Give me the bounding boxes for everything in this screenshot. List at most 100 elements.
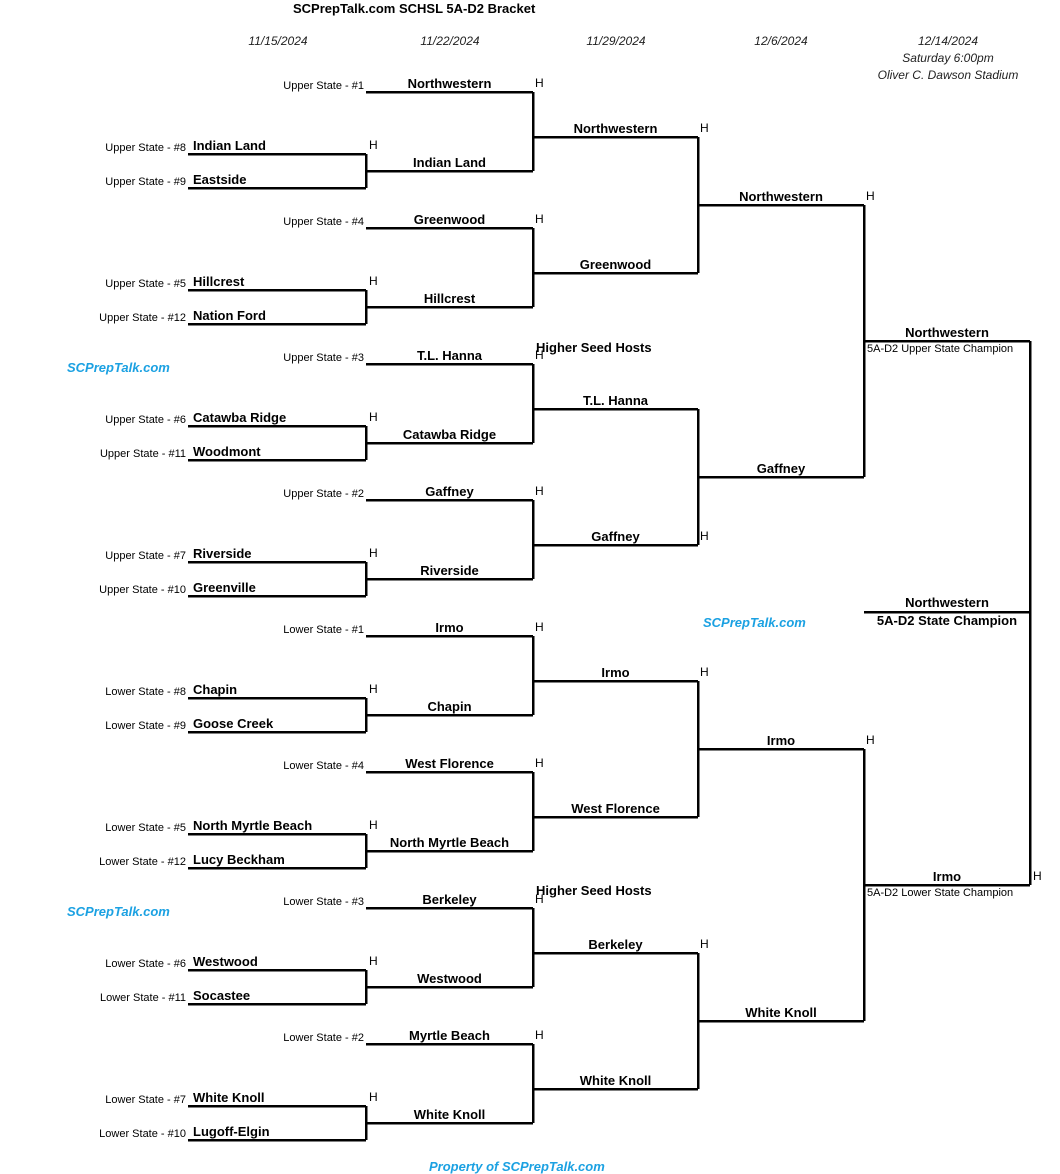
team-name: White Knoll (745, 1005, 817, 1020)
home-marker: H (1033, 869, 1042, 883)
team-name: North Myrtle Beach (389, 835, 510, 850)
team-name: Northwestern (739, 189, 823, 204)
higher-seed-note-lower: Higher Seed Hosts (536, 883, 652, 898)
home-marker: H (369, 682, 378, 696)
champion-label: 5A-D2 Lower State Champion (867, 887, 1014, 899)
seed-label: Lower State - #5 (105, 822, 186, 834)
team-name: Riverside (420, 563, 479, 578)
team-name: Hillcrest (193, 274, 245, 289)
seed-label: Lower State - #12 (99, 856, 186, 868)
team-name: Greenwood (413, 212, 486, 227)
home-marker: H (535, 1028, 544, 1042)
seed-label: Lower State - #11 (99, 992, 186, 1004)
home-marker: H (535, 76, 544, 90)
seed-label: Upper State - #11 (99, 448, 186, 460)
home-marker: H (535, 212, 544, 226)
team-name: Chapin (193, 682, 238, 697)
home-marker: H (866, 189, 875, 203)
team-name: Northwestern (573, 121, 658, 136)
home-marker: H (535, 348, 544, 362)
seed-label: Upper State - #12 (99, 312, 186, 324)
page-title: SCPrepTalk.com SCHSL 5A-D2 Bracket (293, 1, 536, 16)
team-name: Indian Land (193, 138, 266, 153)
team-name: Riverside (193, 546, 252, 561)
home-marker: H (535, 756, 544, 770)
seed-label: Lower State - #6 (105, 958, 186, 970)
property-note: Property of SCPrepTalk.com (429, 1159, 605, 1174)
brand-watermark-3: SCPrepTalk.com (67, 904, 170, 919)
state-champion-label: 5A-D2 State Champion (876, 613, 1018, 628)
seed-label: Lower State - #3 (283, 896, 364, 908)
seed-label: Lower State - #2 (283, 1032, 364, 1044)
seed-label: Lower State - #8 (105, 686, 186, 698)
home-marker: H (369, 818, 378, 832)
team-name: Goose Creek (193, 716, 274, 731)
final-venue: Oliver C. Dawson Stadium (877, 68, 1019, 82)
home-marker: H (535, 892, 544, 906)
team-name: Gaffney (591, 529, 640, 544)
seed-label: Upper State - #5 (105, 278, 186, 290)
seed-label: Upper State - #2 (283, 488, 364, 500)
round2-date: 11/22/2024 (420, 34, 480, 48)
brand-watermark-1: SCPrepTalk.com (67, 360, 170, 375)
seed-label: Lower State - #9 (105, 720, 186, 732)
team-name: Nation Ford (193, 308, 266, 323)
team-name: White Knoll (579, 1073, 652, 1088)
seed-label: Upper State - #3 (283, 352, 364, 364)
round4-date: 12/6/2024 (754, 34, 808, 48)
seed-label: Upper State - #6 (105, 414, 186, 426)
team-name: Woodmont (193, 444, 261, 459)
home-marker: H (369, 410, 378, 424)
seed-label: Upper State - #7 (105, 550, 186, 562)
seed-label: Lower State - #1 (283, 624, 364, 636)
seed-label: Upper State - #4 (283, 216, 364, 228)
champion-name: Northwestern (905, 325, 989, 340)
home-marker: H (700, 529, 709, 543)
team-name: Gaffney (425, 484, 474, 499)
home-marker: H (535, 484, 544, 498)
seed-label: Upper State - #1 (283, 80, 364, 92)
round1-date: 11/15/2024 (248, 34, 308, 48)
team-name: Greenwood (579, 257, 652, 272)
higher-seed-note-upper: Higher Seed Hosts (536, 340, 652, 355)
seed-label: Lower State - #7 (105, 1094, 186, 1106)
seed-label: Lower State - #10 (99, 1128, 186, 1140)
home-marker: H (866, 733, 875, 747)
team-name: T.L. Hanna (582, 393, 648, 408)
team-name: North Myrtle Beach (193, 818, 313, 833)
team-name: Lucy Beckham (193, 852, 285, 867)
final-date: 12/14/2024 (917, 34, 979, 48)
home-marker: H (700, 937, 709, 951)
home-marker: H (700, 121, 709, 135)
seed-label: Upper State - #10 (99, 584, 186, 596)
state-champion-name: Northwestern (905, 595, 989, 610)
round3-date: 11/29/2024 (586, 34, 646, 48)
home-marker: H (535, 620, 544, 634)
team-name: Irmo (601, 665, 630, 680)
home-marker: H (700, 665, 709, 679)
home-marker: H (369, 954, 378, 968)
home-marker: H (369, 1090, 378, 1104)
final-time: Saturday 6:00pm (902, 51, 994, 65)
champion-name: Irmo (932, 869, 962, 884)
team-name: Indian Land (413, 155, 486, 170)
team-name: Westwood (193, 954, 258, 969)
team-name: White Knoll (193, 1090, 265, 1105)
home-marker: H (369, 546, 378, 560)
team-name: Socastee (193, 988, 251, 1003)
team-name: West Florence (405, 756, 494, 771)
team-name: Myrtle Beach (409, 1028, 490, 1043)
team-name: Hillcrest (423, 291, 476, 306)
team-name: Northwestern (407, 76, 492, 91)
team-name: Catawba Ridge (193, 410, 287, 425)
team-name: Catawba Ridge (402, 427, 497, 442)
seed-label: Upper State - #8 (105, 142, 186, 154)
team-name: Lugoff-Elgin (193, 1124, 270, 1139)
team-name: Gaffney (756, 461, 806, 476)
team-name: Chapin (427, 699, 472, 714)
champion-label: 5A-D2 Upper State Champion (867, 343, 1014, 355)
team-name: Eastside (193, 172, 247, 187)
home-marker: H (369, 274, 378, 288)
seed-label: Upper State - #9 (105, 176, 186, 188)
